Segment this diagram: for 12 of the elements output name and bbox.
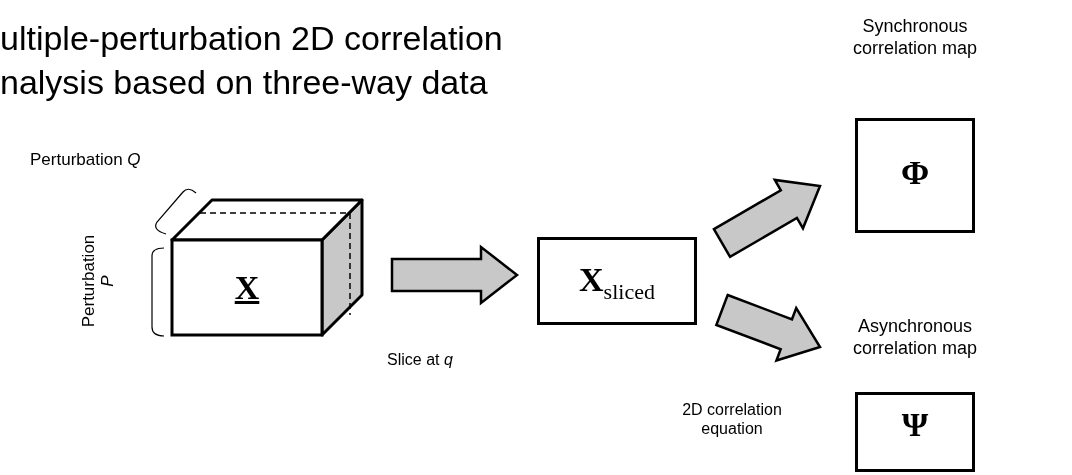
matrix-box — [537, 237, 697, 325]
block-arrow — [714, 293, 822, 363]
title: ultiple-perturbation 2D correlation nalysis based on three-way data — [0, 18, 504, 103]
block-arrow — [712, 178, 822, 259]
matrix-symbol: Φ — [899, 153, 931, 193]
axis-label: Perturbation P — [79, 233, 117, 330]
matrix-symbol: X$_{sliced}$ — [578, 260, 656, 306]
matrix-symbol: Ψ — [900, 405, 930, 445]
axis-label: Perturbation Q — [30, 150, 141, 169]
map-heading: Asynchronous correlation map — [851, 315, 979, 359]
map-heading: Synchronous correlation map — [851, 15, 979, 59]
block-arrow — [390, 244, 520, 306]
